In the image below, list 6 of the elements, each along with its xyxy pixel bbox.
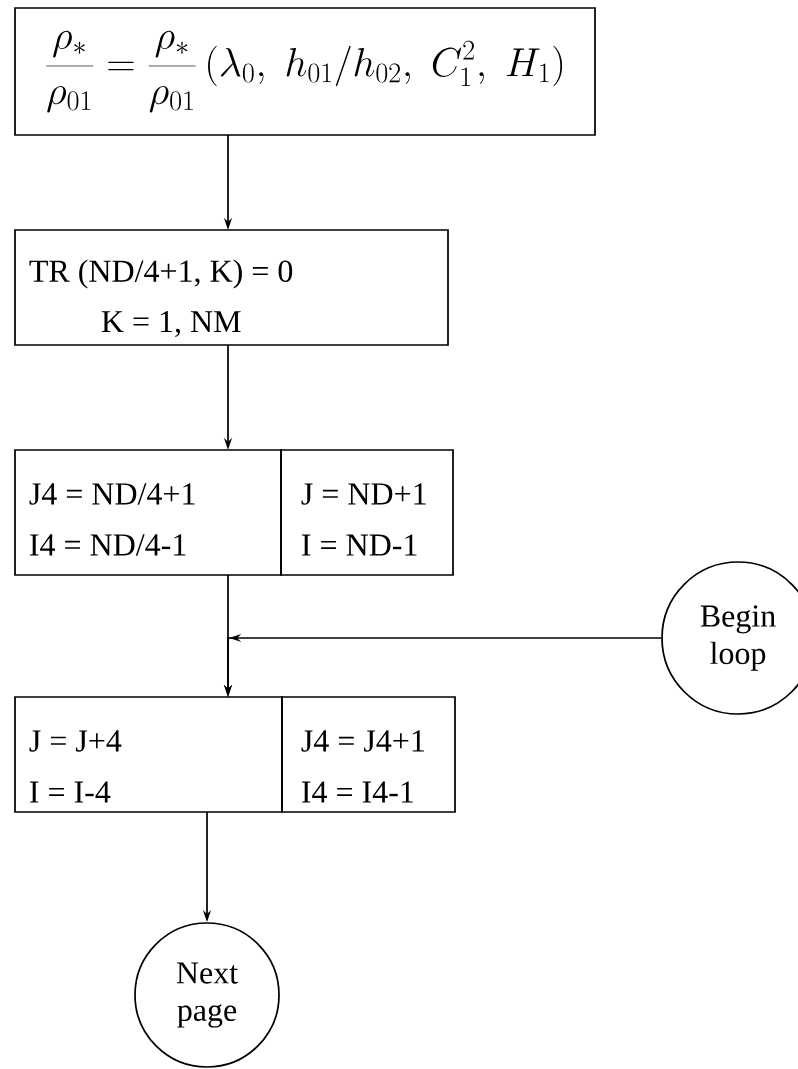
process-box: J = J+4 I = I-4 [14,696,283,813]
process-box: J4 = ND/4+1 I4 = ND/4-1 [14,449,282,576]
formula-box: $\frac{\rho_*}{\rho_{01}} = \frac{\rho_*}{\rho_{01}}\,(\lambda_0,\; h_{01}/h_{02},\; C_1^2,\; H_1)$ [14,7,596,136]
process-box: J = ND+1 I = ND-1 [280,449,454,576]
process-box: J4 = J4+1 I4 = I4-1 [281,696,456,813]
process-box: TR (ND/4+1, K) = 0 K = 1, NM [14,229,449,346]
